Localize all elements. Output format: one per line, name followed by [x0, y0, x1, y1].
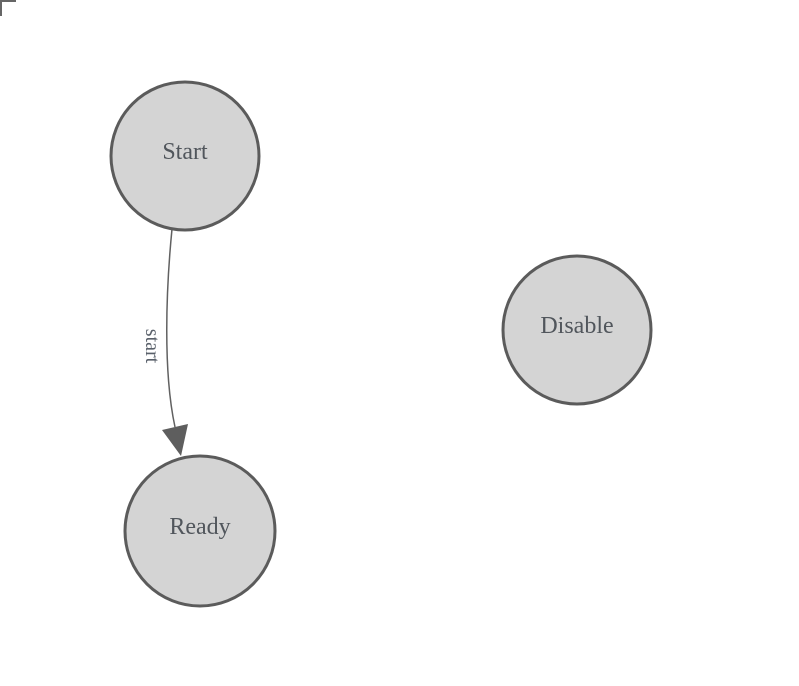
state-node-disable[interactable]: Disable	[501, 254, 653, 406]
state-node-disable-circle[interactable]	[501, 254, 653, 406]
transition-edge-path[interactable]	[166, 228, 176, 428]
state-node-start[interactable]: Start	[109, 80, 261, 232]
state-node-disable-label: Disable	[540, 313, 613, 339]
state-node-ready-circle[interactable]	[123, 454, 277, 608]
canvas-origin-marker	[0, 0, 16, 16]
edge-arrowhead-icon	[162, 424, 188, 456]
state-node-start-label: Start	[162, 139, 208, 165]
transition-edge-start-ready[interactable]: start	[141, 228, 188, 456]
transition-edge-label: start	[141, 329, 163, 364]
state-node-start-circle[interactable]	[109, 80, 261, 232]
state-node-ready[interactable]: Ready	[123, 454, 277, 608]
state-node-ready-label: Ready	[169, 514, 230, 540]
